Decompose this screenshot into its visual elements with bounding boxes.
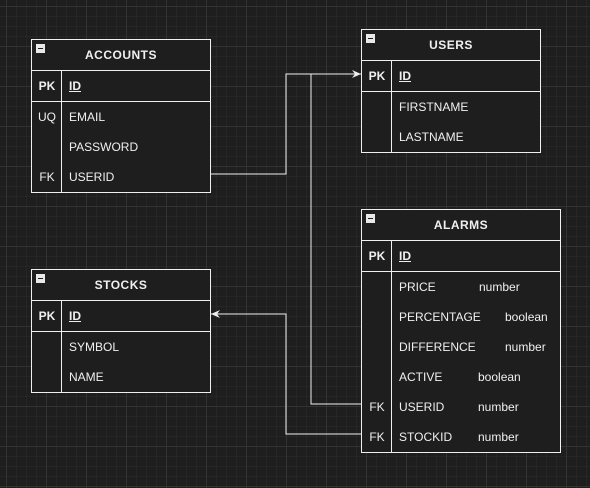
fields-section: FIRSTNAME LASTNAME — [362, 92, 540, 152]
collapse-icon[interactable] — [36, 44, 45, 53]
table-title: ACCOUNTS — [85, 48, 157, 62]
key-label: PK — [368, 69, 386, 83]
primary-key-section: PK ID — [362, 241, 560, 272]
table-row[interactable]: PK ID — [362, 61, 540, 91]
connector-accounts-userid-to-users-id — [211, 70, 361, 175]
key-label: PK — [38, 309, 56, 323]
key-label: FK — [369, 430, 385, 444]
table-row[interactable]: PRICE number — [362, 272, 560, 302]
field-type: number — [478, 400, 519, 414]
table-row[interactable]: PK ID — [362, 241, 560, 271]
collapse-icon[interactable] — [36, 274, 45, 283]
field-type: boolean — [478, 370, 521, 384]
field-name: LASTNAME — [399, 130, 464, 144]
table-row[interactable]: FK USERID number — [362, 392, 560, 422]
table-alarms[interactable]: ALARMS PK ID PRICE number PERCENTAGE boo… — [361, 209, 561, 453]
field-type: number — [479, 280, 520, 294]
table-row[interactable]: DIFFERENCE number — [362, 332, 560, 362]
field-name: ID — [399, 69, 411, 83]
table-header[interactable]: ACCOUNTS — [32, 40, 210, 71]
table-header[interactable]: STOCKS — [32, 270, 210, 301]
table-header[interactable]: ALARMS — [362, 210, 560, 241]
key-label: UQ — [38, 110, 56, 124]
field-type: number — [505, 340, 546, 354]
table-row[interactable]: UQ EMAIL — [32, 102, 210, 132]
table-row[interactable]: ACTIVE boolean — [362, 362, 560, 392]
field-name: PERCENTAGE — [399, 310, 481, 324]
field-type: boolean — [505, 310, 548, 324]
table-header[interactable]: USERS — [362, 30, 540, 61]
field-name: ID — [69, 79, 81, 93]
field-name: ID — [399, 249, 411, 263]
field-name: EMAIL — [69, 110, 106, 124]
field-name: ID — [69, 309, 81, 323]
fields-section: UQ EMAIL PASSWORD FK USERID — [32, 102, 210, 192]
fields-section: SYMBOL NAME — [32, 332, 210, 392]
field-name: SYMBOL — [69, 340, 120, 354]
primary-key-section: PK ID — [32, 301, 210, 332]
connector-alarms-userid-to-users-id — [310, 73, 361, 405]
field-name: USERID — [69, 170, 115, 184]
table-stocks[interactable]: STOCKS PK ID SYMBOL NAME — [31, 269, 211, 393]
field-name: FIRSTNAME — [399, 100, 469, 114]
table-title: ALARMS — [433, 218, 489, 232]
table-row[interactable]: NAME — [32, 362, 210, 392]
field-name: ACTIVE — [399, 370, 443, 384]
key-label: PK — [38, 79, 56, 93]
key-label: PK — [368, 249, 386, 263]
table-title: STOCKS — [94, 278, 148, 292]
table-row[interactable]: PK ID — [32, 71, 210, 101]
table-row[interactable]: PASSWORD — [32, 132, 210, 162]
table-row[interactable]: PK ID — [32, 301, 210, 331]
primary-key-section: PK ID — [362, 61, 540, 92]
field-name: PASSWORD — [69, 140, 139, 154]
table-row[interactable]: FIRSTNAME — [362, 92, 540, 122]
field-name: DIFFERENCE — [399, 340, 476, 354]
field-name: STOCKID — [399, 430, 453, 444]
field-type: number — [478, 430, 519, 444]
table-users[interactable]: USERS PK ID FIRSTNAME LASTNAME — [361, 29, 541, 153]
collapse-icon[interactable] — [366, 214, 375, 223]
table-accounts[interactable]: ACCOUNTS PK ID UQ EMAIL PASSWORD FK USER… — [31, 39, 211, 193]
table-row[interactable]: PERCENTAGE boolean — [362, 302, 560, 332]
connector-alarms-stockid-to-stocks-id — [211, 310, 361, 435]
primary-key-section: PK ID — [32, 71, 210, 102]
field-name: PRICE — [399, 280, 436, 294]
collapse-icon[interactable] — [366, 34, 375, 43]
table-row[interactable]: SYMBOL — [32, 332, 210, 362]
table-row[interactable]: LASTNAME — [362, 122, 540, 152]
fields-section: PRICE number PERCENTAGE boolean DIFFEREN… — [362, 272, 560, 452]
field-name: USERID — [399, 400, 445, 414]
key-label: FK — [369, 400, 385, 414]
table-row[interactable]: FK STOCKID number — [362, 422, 560, 452]
table-title: USERS — [429, 38, 473, 52]
key-label: FK — [39, 170, 55, 184]
field-name: NAME — [69, 370, 104, 384]
table-row[interactable]: FK USERID — [32, 162, 210, 192]
